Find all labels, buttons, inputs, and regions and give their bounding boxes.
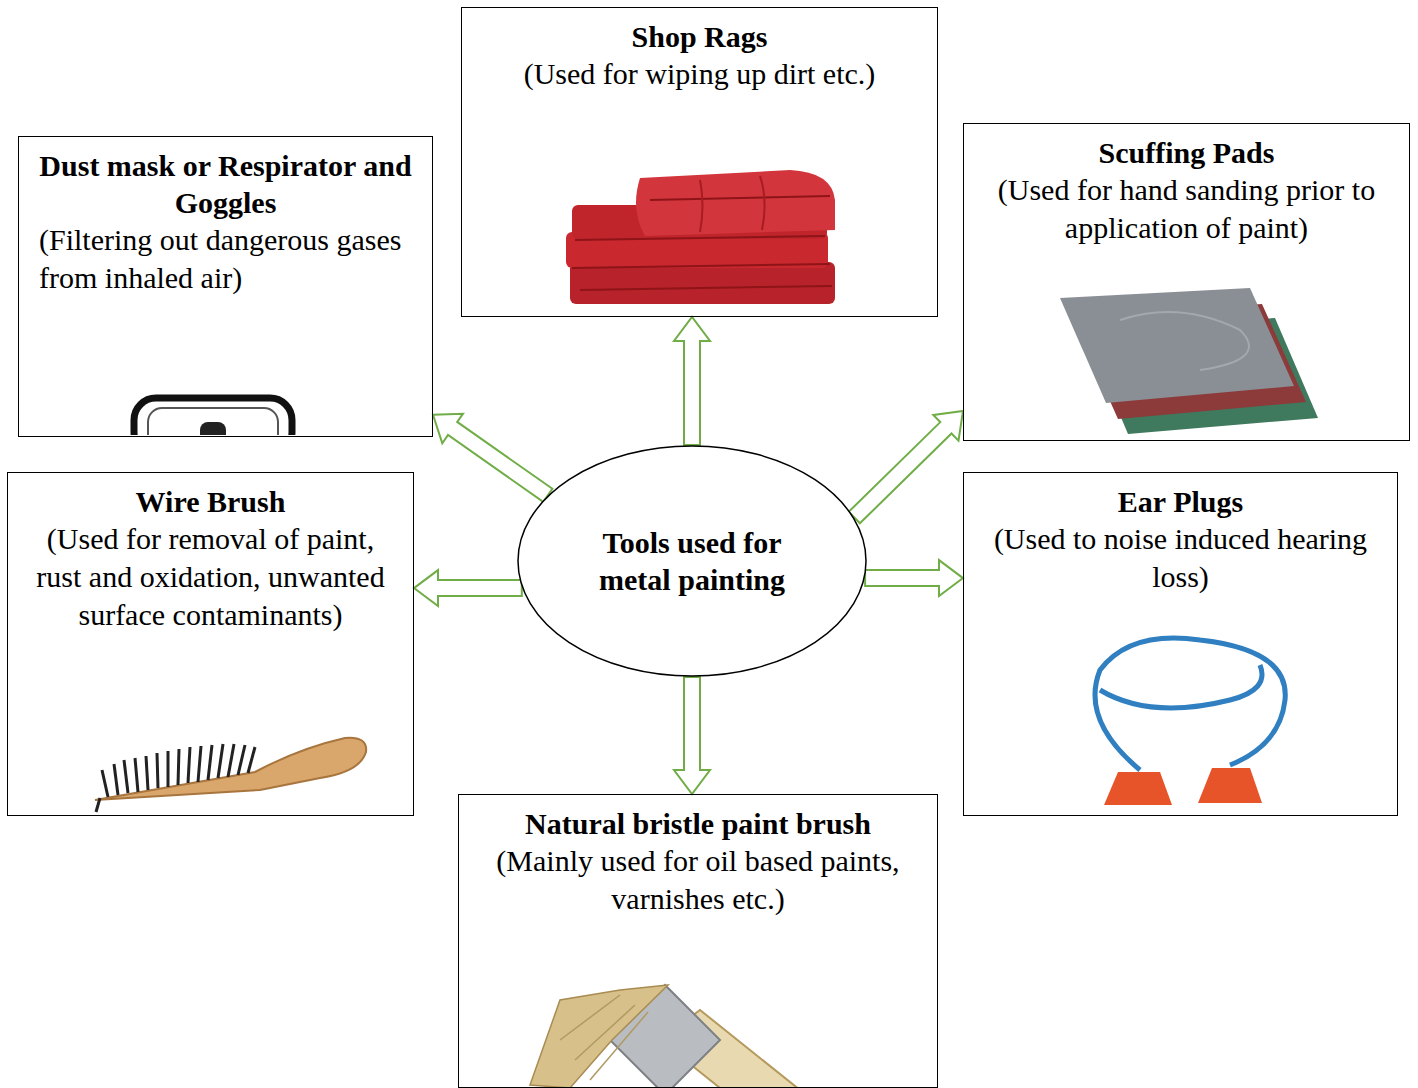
- block-arrow: [433, 414, 552, 502]
- tool-description: (Mainly used for oil based paints, varni…: [477, 842, 919, 918]
- tool-description: (Used to noise induced hearing loss): [982, 520, 1379, 596]
- ellipse-outline: [517, 445, 867, 677]
- block-arrow: [414, 570, 522, 606]
- tool-name: Shop Rags: [480, 18, 919, 55]
- tool-box: Natural bristle paint brush(Mainly used …: [458, 794, 938, 1088]
- tool-description: (Used for wiping up dirt etc.): [480, 55, 919, 93]
- tool-name: Tools used for metal painting: [592, 524, 792, 598]
- tool-description: (Used for removal of paint, rust and oxi…: [26, 520, 395, 634]
- tool-box: Scuffing Pads(Used for hand sanding prio…: [963, 123, 1410, 441]
- tool-box: Wire Brush(Used for removal of paint, ru…: [7, 472, 414, 816]
- block-arrow: [849, 411, 963, 523]
- block-arrow: [674, 317, 710, 445]
- tool-name: Wire Brush: [26, 483, 395, 520]
- tool-name: Natural bristle paint brush: [477, 805, 919, 842]
- tool-name: Dust mask or Respirator and Goggles: [37, 147, 414, 221]
- ear-plugs-picture: [1095, 638, 1285, 805]
- wire-brush-picture: [95, 738, 366, 812]
- tool-description: (Used for hand sanding prior to applicat…: [982, 171, 1391, 247]
- shop-rags-picture: [566, 170, 835, 304]
- tool-box: Dust mask or Respirator and Goggles(Filt…: [18, 136, 433, 437]
- tool-box: Ear Plugs(Used to noise induced hearing …: [963, 472, 1398, 816]
- scuffing-pads-picture: [1060, 288, 1318, 434]
- paint-brush-picture: [530, 985, 800, 1088]
- tool-description: (Filtering out dangerous gases from inha…: [37, 221, 414, 297]
- tool-name: Ear Plugs: [982, 483, 1379, 520]
- block-arrow: [674, 677, 710, 794]
- goggles-picture: [134, 398, 292, 435]
- block-arrow: [865, 560, 963, 596]
- center-ellipse: Tools used for metal painting: [517, 445, 867, 677]
- tool-box: Shop Rags(Used for wiping up dirt etc.): [461, 7, 938, 317]
- tool-name: Scuffing Pads: [982, 134, 1391, 171]
